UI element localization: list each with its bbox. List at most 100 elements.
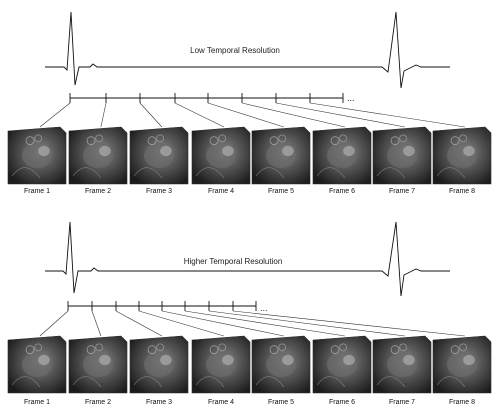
heart-chamber-shape	[446, 351, 478, 378]
frame-label: Frame 5	[268, 399, 294, 406]
aorta-ring	[25, 136, 35, 146]
frame-connector-6	[184, 310, 345, 337]
heart-chamber-shape	[143, 142, 175, 169]
frame-3: Frame 3	[129, 126, 189, 195]
heart-chamber-shape	[446, 142, 478, 169]
ventricle-highlight	[463, 354, 475, 366]
frame-connector-1	[39, 102, 71, 128]
frame-6: Frame 6	[312, 126, 372, 195]
vessel-ring	[218, 134, 227, 143]
heart-chamber-shape	[265, 142, 297, 169]
aorta-ring	[390, 345, 400, 355]
panel-title-2: Higher Temporal Resolution	[184, 257, 283, 266]
frame-label: Frame 3	[146, 188, 172, 195]
frame-1: Frame 1	[7, 335, 67, 406]
ecg-trace-2	[45, 221, 450, 297]
frame-4: Frame 4	[191, 335, 251, 406]
heart-chamber-shape	[386, 351, 418, 378]
tissue-texture	[376, 167, 406, 179]
tissue-texture	[72, 376, 102, 388]
frame-connector-7	[275, 102, 405, 128]
tissue-texture	[255, 376, 285, 388]
aorta-ring	[86, 345, 96, 355]
tissue-texture	[255, 167, 285, 179]
tissue-texture	[436, 376, 466, 388]
vessel-ring	[156, 134, 165, 143]
ventricle-highlight	[343, 354, 355, 366]
heart-chamber-shape	[326, 351, 358, 378]
frame-connector-3	[139, 102, 163, 128]
frame-label: Frame 3	[146, 399, 172, 406]
aorta-ring	[209, 345, 219, 355]
frame-connector-8	[309, 102, 465, 128]
vessel-ring	[156, 343, 165, 352]
ellipsis-1: ...	[347, 93, 355, 103]
ventricle-highlight	[160, 354, 172, 366]
timeline-axis-1	[69, 93, 344, 103]
aorta-ring	[25, 345, 35, 355]
frame-label: Frame 6	[329, 399, 355, 406]
ecg-trace-1	[45, 11, 450, 89]
ventricle-highlight	[99, 145, 111, 157]
heart-chamber-shape	[386, 142, 418, 169]
aorta-ring	[269, 136, 279, 146]
ventricle-highlight	[222, 354, 234, 366]
tissue-texture	[316, 376, 346, 388]
frame-3: Frame 3	[129, 335, 189, 406]
frame-label: Frame 7	[389, 399, 415, 406]
panel-title-1: Low Temporal Resolution	[190, 46, 280, 55]
tissue-texture	[11, 376, 41, 388]
frame-8: Frame 8	[432, 335, 492, 406]
frame-8: Frame 8	[432, 126, 492, 195]
tissue-texture	[11, 167, 41, 179]
vessel-ring	[34, 134, 43, 143]
heart-chamber-shape	[143, 351, 175, 378]
vessel-ring	[399, 343, 408, 352]
tissue-texture	[133, 376, 163, 388]
frame-connector-6	[241, 102, 345, 128]
frame-connector-5	[161, 310, 284, 337]
ventricle-highlight	[343, 145, 355, 157]
heart-chamber-shape	[205, 351, 237, 378]
frame-label: Frame 1	[24, 188, 50, 195]
frame-connector-2	[100, 102, 107, 128]
vessel-ring	[95, 343, 104, 352]
frame-4: Frame 4	[191, 126, 251, 195]
frame-7: Frame 7	[372, 335, 432, 406]
heart-chamber-shape	[82, 351, 114, 378]
ventricle-highlight	[403, 145, 415, 157]
ventricle-highlight	[38, 145, 50, 157]
tissue-texture	[376, 376, 406, 388]
frame-label: Frame 2	[85, 188, 111, 195]
ventricle-highlight	[99, 354, 111, 366]
frame-label: Frame 6	[329, 188, 355, 195]
aorta-ring	[147, 136, 157, 146]
aorta-ring	[86, 136, 96, 146]
frame-connector-1	[39, 310, 69, 337]
frame-connector-3	[115, 310, 163, 337]
frame-label: Frame 1	[24, 399, 50, 406]
frame-label: Frame 8	[449, 399, 475, 406]
aorta-ring	[330, 345, 340, 355]
frame-2: Frame 2	[68, 335, 128, 406]
frame-2: Frame 2	[68, 126, 128, 195]
ellipsis-2: ...	[260, 303, 268, 313]
vessel-ring	[399, 134, 408, 143]
vessel-ring	[278, 343, 287, 352]
heart-chamber-shape	[265, 351, 297, 378]
frame-label: Frame 4	[208, 188, 234, 195]
ventricle-highlight	[403, 354, 415, 366]
frame-label: Frame 8	[449, 188, 475, 195]
frame-6: Frame 6	[312, 335, 372, 406]
frame-connector-7	[208, 310, 405, 337]
vessel-ring	[95, 134, 104, 143]
aorta-ring	[450, 345, 460, 355]
heart-chamber-shape	[21, 351, 53, 378]
frame-5: Frame 5	[251, 335, 311, 406]
aorta-ring	[330, 136, 340, 146]
frame-strip-2: Frame 1 Frame 2 Frame 3 Frame 4 Frame 5 Frame…	[7, 335, 492, 406]
tissue-texture	[316, 167, 346, 179]
vessel-ring	[339, 134, 348, 143]
